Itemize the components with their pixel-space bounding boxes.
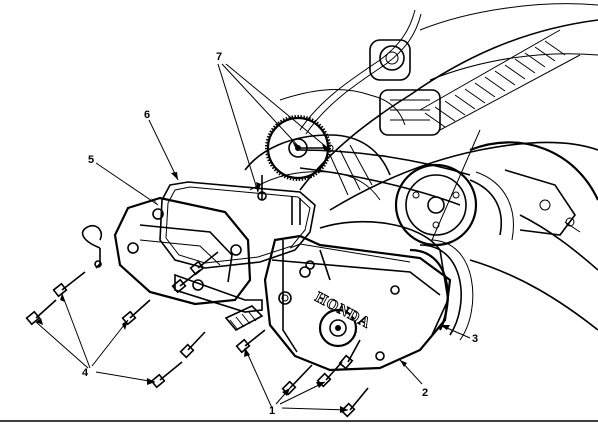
- cover-bolts: [25, 196, 369, 418]
- cover-studs: [291, 196, 331, 281]
- leader-5: [95, 162, 159, 206]
- leader-4-a: [35, 321, 89, 369]
- callout-2: 2: [422, 387, 428, 399]
- leader-4-d: [95, 371, 156, 383]
- bolt-1e: [338, 339, 361, 370]
- callout-4: 4: [82, 367, 89, 379]
- bolt-4a: [25, 299, 57, 326]
- leader-1-a: [244, 347, 273, 409]
- kick-starter-spindle: [224, 266, 311, 332]
- leader-4-b: [61, 293, 91, 369]
- bolt-4c: [121, 299, 151, 326]
- leader-1-d: [281, 407, 349, 411]
- callout-7: 7: [216, 51, 222, 63]
- engine-frame-background: [244, 3, 598, 331]
- cover-gasket: [159, 181, 316, 269]
- bolt-4d: [179, 331, 206, 359]
- leader-6: [148, 119, 179, 181]
- callout-3: 3: [472, 333, 478, 345]
- leader-pulley: [431, 129, 481, 241]
- callout-1: 1: [269, 405, 275, 417]
- leader-1-c: [279, 381, 326, 405]
- bolt-1d: [340, 387, 369, 418]
- leader-7-to-shaft: [225, 63, 331, 151]
- callout-5: 5: [88, 154, 94, 166]
- leader-7-to-pin: [217, 63, 259, 193]
- inner-cover: [81, 196, 263, 313]
- arrow-heads: [36, 141, 450, 413]
- bolt-upper-b: [189, 251, 219, 276]
- leader-7-to-gear: [221, 63, 301, 149]
- leader-4-c: [91, 319, 129, 367]
- bolt-4e: [150, 361, 183, 389]
- bolt-4b: [52, 271, 86, 298]
- callout-6: 6: [144, 109, 150, 121]
